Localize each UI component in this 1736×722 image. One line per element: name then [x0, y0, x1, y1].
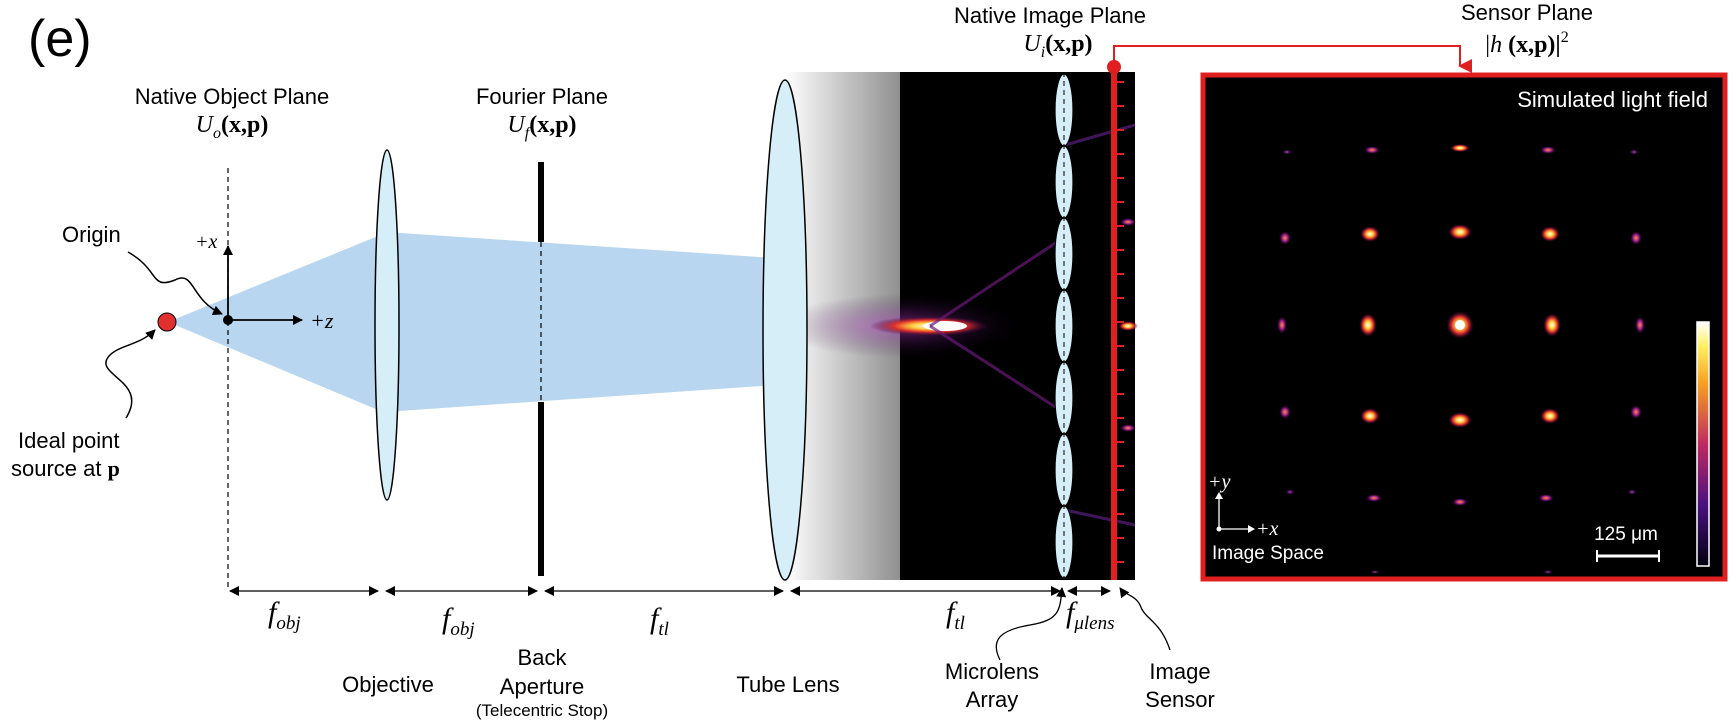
inset-title: Simulated light field [1517, 87, 1708, 112]
panel-label: (e) [28, 10, 92, 68]
tube-lens-label: Tube Lens [736, 672, 839, 697]
distance-label-5: fμlens [1066, 596, 1115, 634]
objective-label: Objective [342, 672, 434, 697]
image-sensor [1111, 66, 1124, 580]
back-aperture-label-1: Back [518, 645, 568, 670]
inset-axis-y-label: +y [1208, 471, 1230, 493]
native-object-plane-title: Native Object Plane [135, 84, 329, 109]
objective-lens [374, 149, 400, 501]
microlens-label-1: Microlens [945, 659, 1039, 684]
image-sensor-label-2: Sensor [1145, 687, 1215, 712]
image-sensor-label-1: Image [1149, 659, 1210, 684]
fourier-plane-title: Fourier Plane [476, 84, 608, 109]
fourier-plane-expr: Uf(x,p) [507, 112, 576, 142]
beam-collimated [385, 232, 775, 412]
point-source-label-1: Ideal point [18, 428, 120, 453]
native-image-plane-title: Native Image Plane [954, 3, 1146, 28]
beam-cone [168, 236, 378, 410]
axis-x-label: +x [195, 231, 217, 253]
point-source [157, 312, 177, 332]
distance-label-1: fobj [268, 596, 301, 634]
simulated-light-field-inset: Simulated light field [1200, 72, 1728, 582]
origin-label: Origin [62, 222, 121, 247]
microlens-leader [995, 587, 1067, 661]
distance-label-4: ftl [946, 596, 965, 634]
point-source-leader [105, 329, 156, 419]
native-object-plane-expr: Uo(x,p) [196, 112, 269, 142]
microlens-array [1054, 72, 1074, 580]
back-aperture-label-3: (Telecentric Stop) [476, 701, 608, 720]
tube-lens [762, 79, 808, 581]
focus-glow [780, 123, 1138, 527]
back-aperture-label-2: Aperture [500, 674, 584, 699]
microlens-label-2: Array [966, 687, 1019, 712]
distance-label-3: ftl [650, 602, 669, 640]
inset-space-label: Image Space [1212, 543, 1324, 564]
inset-axis-x-label: +x [1256, 518, 1278, 540]
axis-z-label: +z [310, 308, 334, 333]
sensor-plane-expr: |h (x,p)|2 [1485, 29, 1568, 58]
origin-leader [127, 251, 223, 315]
light-field-spots [1277, 144, 1645, 574]
colorbar [1696, 321, 1710, 567]
sensor-plane-title: Sensor Plane [1461, 0, 1593, 25]
point-source-label-2: source at p [11, 456, 120, 481]
native-image-plane-expr: Ui(x,p) [1023, 31, 1092, 61]
scale-bar-label: 125 μm [1594, 524, 1658, 545]
image-sensor-leader [1119, 587, 1171, 651]
scale-bar [1596, 550, 1660, 562]
sensor-connector [1107, 45, 1472, 74]
distance-label-2: fobj [442, 602, 475, 640]
